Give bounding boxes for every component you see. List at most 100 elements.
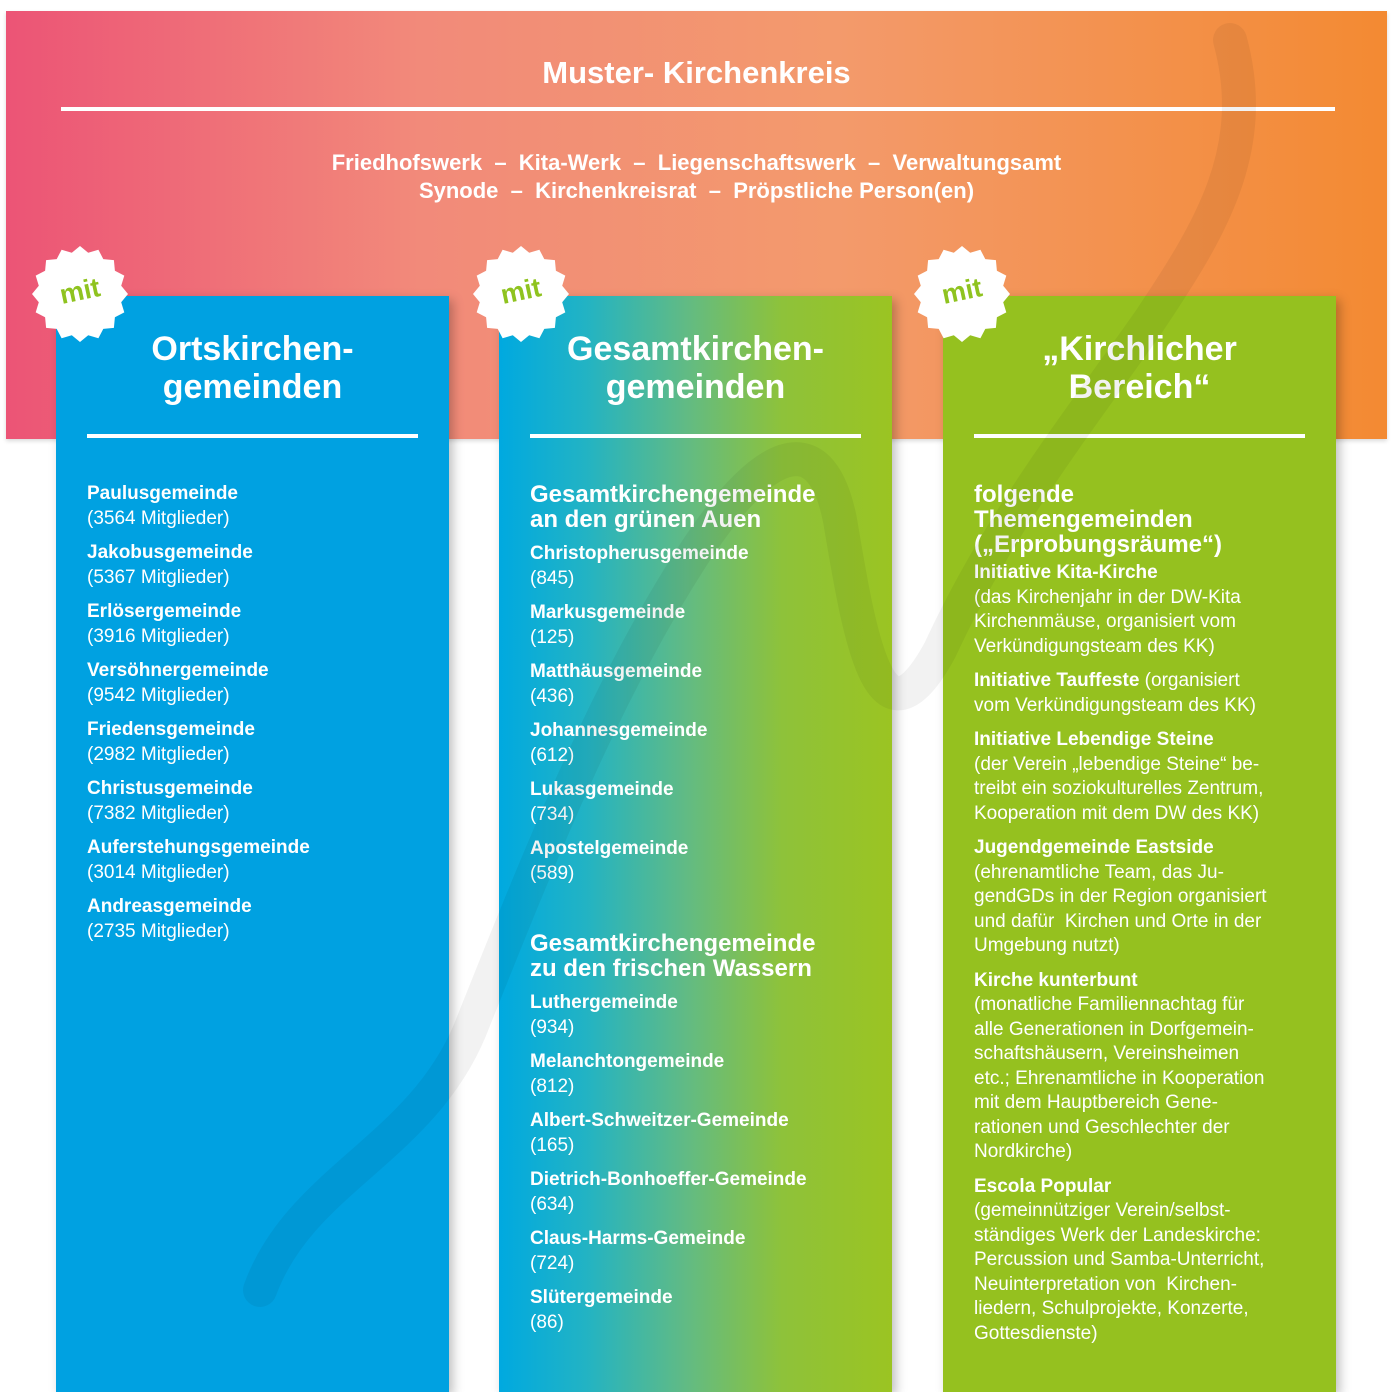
item-detail-line: mit dem Hauptbereich Gene- — [974, 1092, 1218, 1113]
item-name: Initiative Tauffeste — [974, 670, 1140, 691]
group-title-line1: Gesamtkirchengemeinde — [530, 930, 816, 957]
header-divider — [61, 107, 1335, 111]
item-detail-line: ständiges Werk der Landeskirche: — [974, 1224, 1261, 1246]
column-title-line1: „Kirchlicher — [1042, 330, 1237, 368]
header-subtitle: Friedhofswerk – Kita-Werk – Liegenschaft… — [6, 149, 1387, 205]
item-name: Slütergemeinde — [530, 1287, 673, 1308]
list-item: Jugendgemeinde Eastside (ehrenamtliche Te… — [974, 836, 1314, 959]
item-name: Apostelgemeinde — [530, 838, 689, 859]
item-detail-line: Kirchenmäuse, organisiert vom — [974, 611, 1236, 632]
item-detail-line: (gemeinnütziger Verein/selbst- — [974, 1200, 1231, 1221]
item-name: Melanchtongemeinde — [530, 1051, 725, 1072]
column-title: „Kirchlicher Bereich“ — [943, 330, 1336, 406]
item-detail: (2982 Mitglieder) — [87, 743, 230, 765]
list-item: Claus-Harms-Gemeinde(724) — [530, 1227, 870, 1276]
item-title-line: Initiative Tauffeste (organisiert — [974, 669, 1314, 694]
item-detail-line: Percussion und Samba-Unterricht, — [974, 1249, 1265, 1270]
group-title: Gesamtkirchengemeinde an den grünen Auen — [530, 482, 870, 532]
column-kirchlicher-bereich: „Kirchlicher Bereich“ folgende Themengem… — [943, 296, 1336, 1392]
item-name: Jugendgemeinde Eastside — [974, 837, 1214, 858]
item-detail: (934) — [530, 1016, 575, 1038]
item-detail-line: Verkündigungsteam des KK) — [974, 635, 1215, 657]
header-title: Muster- Kirchenkreis — [542, 55, 851, 90]
list-item: Christusgemeinde(7382 Mitglieder) — [87, 777, 427, 826]
item-detail: (5367 Mitglieder) — [87, 566, 230, 588]
column-ortskirchengemeinden: Ortskirchen- gemeinden Paulusgemeinde (35… — [56, 296, 449, 1392]
group-spacer — [530, 896, 870, 931]
item-detail-line: liedern, Schulprojekte, Konzerte, — [974, 1298, 1249, 1319]
mit-badge: mit — [913, 245, 1011, 343]
item-name: Lukasgemeinde — [530, 779, 674, 800]
column-title-line1: Ortskirchen- — [151, 330, 354, 368]
item-name: Matthäusgemeinde — [530, 661, 703, 682]
group-title-line2: Themengemeinden — [974, 506, 1193, 533]
item-detail: (724) — [530, 1252, 575, 1274]
item-name: Erlösergemeinde — [87, 601, 242, 622]
column-title-line2: gemeinden — [605, 368, 786, 406]
list-item: Markusgemeinde(125) — [530, 601, 870, 650]
item-detail-line: Neuinterpretation von Kirchen- — [974, 1273, 1237, 1295]
item-detail-line: Umgebung nutzt) — [974, 935, 1120, 956]
list-item: Dietrich-Bonhoeffer-Gemeinde (634) — [530, 1168, 870, 1217]
item-title-line: Jugendgemeinde Eastside — [974, 836, 1314, 861]
item-detail-line: (ehrenamtliche Team, das Ju- — [974, 861, 1224, 883]
column-title-line1: Gesamtkirchen- — [567, 330, 824, 368]
badge-burst — [914, 246, 1010, 342]
item-name: Versöhnergemeinde — [87, 660, 269, 681]
group-title: folgende Themengemeinden („Erprobungsräu… — [974, 482, 1314, 557]
item-detail: (165) — [530, 1134, 575, 1156]
column-gesamtkirchengemeinden: Gesamtkirchen- gemeinden Gesamtkirchenge… — [499, 296, 892, 1392]
list-item: Lukasgemeinde (734) — [530, 778, 870, 827]
badge-burst-shape — [473, 246, 569, 342]
item-detail: (436) — [530, 685, 575, 707]
column-title-line2: gemeinden — [162, 368, 343, 406]
item-detail-line: treibt ein soziokulturelles Zentrum, — [974, 778, 1264, 799]
item-detail: (612) — [530, 744, 575, 766]
list-item: Jakobusgemeinde (5367 Mitglieder) — [87, 541, 427, 590]
item-name: Andreasgemeinde — [87, 896, 252, 917]
item-detail: (845) — [530, 567, 575, 589]
item-detail-line: (monatliche Familiennachtag für — [974, 994, 1245, 1015]
list-item: Andreasgemeinde (2735 Mitglieder) — [87, 895, 427, 944]
item-detail: (734) — [530, 803, 575, 825]
header-subtitle-line1: Friedhofswerk – Kita-Werk – Liegenschaft… — [331, 150, 1062, 175]
column-divider — [530, 434, 861, 438]
column-list: folgende Themengemeinden („Erprobungsräu… — [974, 482, 1314, 1356]
item-name: Albert-Schweitzer-Gemeinde — [530, 1110, 789, 1131]
column-divider — [974, 434, 1305, 438]
item-detail: (589) — [530, 862, 575, 884]
group-title-line1: Gesamtkirchengemeinde — [530, 481, 816, 508]
list-item: Friedensgemeinde(2982 Mitglieder) — [87, 718, 427, 767]
list-item: Kirche kunterbunt(monatliche Familiennac… — [974, 969, 1314, 1165]
list-item: Matthäusgemeinde (436) — [530, 660, 870, 709]
item-detail-line: Gottesdienste) — [974, 1322, 1098, 1344]
list-item: Escola Popular(gemeinnütziger Verein/sel… — [974, 1175, 1314, 1347]
item-name: Initiative Lebendige Steine — [974, 729, 1214, 750]
item-detail: (3564 Mitglieder) — [87, 507, 230, 529]
item-name: Auferstehungsgemeinde — [87, 837, 310, 858]
group-title-line2: an den grünen Auen — [530, 506, 762, 533]
item-name: Johannesgemeinde — [530, 720, 708, 741]
list-item: Luthergemeinde(934) — [530, 991, 870, 1040]
group-title: Gesamtkirchengemeinde zu den frischen Wa… — [530, 931, 870, 981]
item-name: Dietrich-Bonhoeffer-Gemeinde — [530, 1169, 807, 1190]
list-item: Initiative Kita-Kirche(das Kirchenjahr i… — [974, 561, 1314, 659]
item-title-line: Initiative Lebendige Steine — [974, 728, 1314, 753]
item-detail: (634) — [530, 1193, 575, 1215]
item-detail: (3014 Mitglieder) — [87, 861, 230, 883]
item-name: Christusgemeinde — [87, 778, 253, 799]
badge-burst-shape — [32, 246, 128, 342]
item-detail: (2735 Mitglieder) — [87, 920, 230, 942]
item-detail: (812) — [530, 1075, 575, 1097]
item-detail: (3916 Mitglieder) — [87, 625, 230, 647]
item-detail-line: rationen und Geschlechter der — [974, 1116, 1230, 1138]
item-name: Paulusgemeinde — [87, 483, 238, 504]
list-item: Albert-Schweitzer-Gemeinde (165) — [530, 1109, 870, 1158]
item-name: Jakobusgemeinde — [87, 542, 253, 563]
item-detail: (125) — [530, 626, 575, 648]
badge-burst — [473, 246, 569, 342]
badge-burst-shape — [914, 246, 1010, 342]
column-title: Ortskirchen- gemeinden — [56, 330, 449, 406]
column-list: Gesamtkirchengemeinde an den grünen Auen… — [530, 482, 870, 1345]
